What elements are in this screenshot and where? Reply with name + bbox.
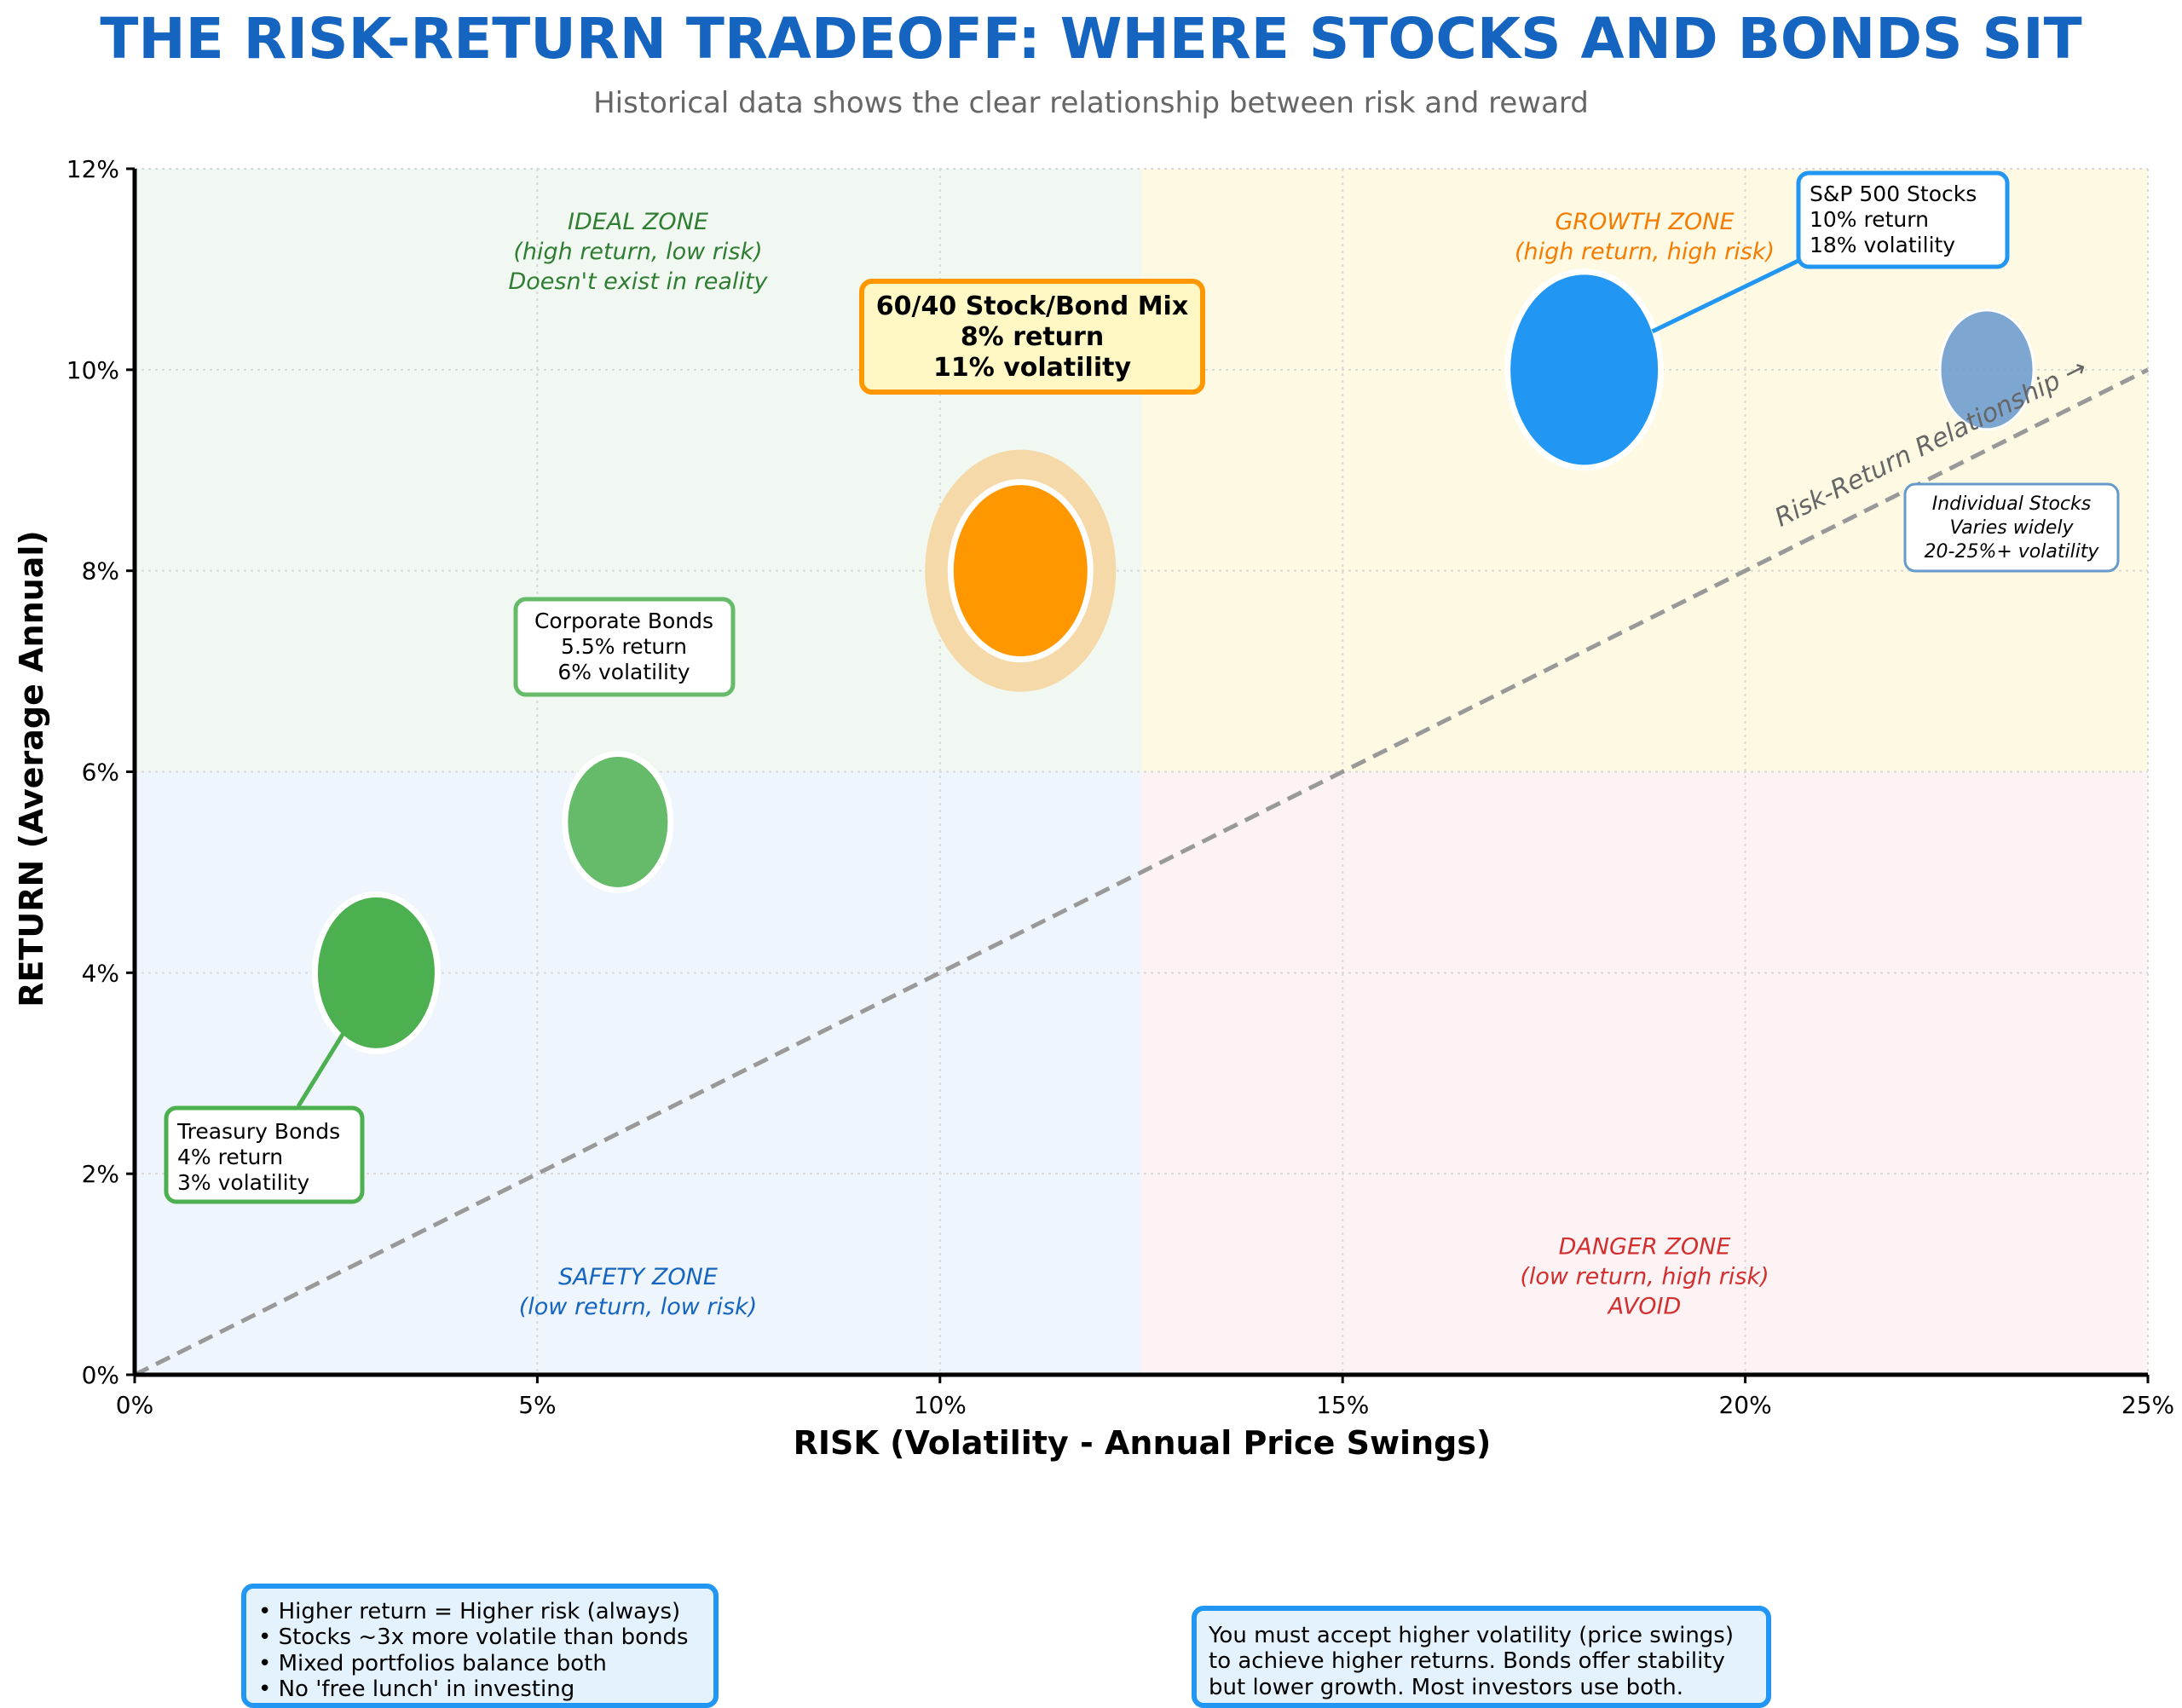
summary-box: You must accept higher volatility (price… bbox=[1192, 1606, 1771, 1708]
zone-ideal-label: (high return, low risk) bbox=[513, 239, 762, 265]
x-tick-label: 15% bbox=[1316, 1391, 1369, 1419]
sp500-callout-text: 10% return bbox=[1810, 207, 1929, 232]
summary-line: You must accept higher volatility (price… bbox=[1209, 1623, 1734, 1648]
corporate-callout-box bbox=[513, 597, 736, 697]
data-point bbox=[1504, 268, 1665, 471]
summary-line: but lower growth. Most investors use bot… bbox=[1209, 1674, 1683, 1700]
axes-layer: 0% 5% 10% 15% 20% 25% 0% 2% 4% 6% 8% 10% 12% bbox=[66, 155, 2174, 1419]
zone-safety-label: (low return, low risk) bbox=[519, 1294, 758, 1320]
chart-subtitle: Historical data shows the clear relation… bbox=[593, 86, 1589, 120]
data-point bbox=[1938, 309, 2035, 431]
zones-layer bbox=[135, 169, 2148, 1375]
individual-callout-box bbox=[1903, 482, 2120, 573]
treasury-callout-text: 4% return bbox=[177, 1145, 283, 1169]
key-takeaways-box: • Higher return = Higher risk (always) •… bbox=[241, 1584, 719, 1708]
takeaway-line: • Mixed portfolios balance both bbox=[258, 1650, 607, 1676]
data-point bbox=[311, 891, 441, 1054]
individual-callout-text: Individual Stocks bbox=[1932, 493, 2091, 515]
data-point bbox=[562, 750, 674, 893]
y-tick-label: 12% bbox=[66, 155, 119, 183]
individual-callout-text: 20-25%+ volatility bbox=[1925, 541, 2100, 563]
zone-danger-label: DANGER ZONE bbox=[1559, 1234, 1731, 1261]
sp500-callout-text: S&P 500 Stocks bbox=[1810, 182, 1977, 206]
summary-line: to achieve higher returns. Bonds offer s… bbox=[1209, 1648, 1725, 1675]
treasury-callout-box bbox=[164, 1105, 365, 1204]
y-tick-label: 2% bbox=[82, 1160, 119, 1188]
mix-callout-text: 60/40 Stock/Bond Mix bbox=[876, 291, 1188, 321]
zone-safety-label: SAFETY ZONE bbox=[558, 1264, 718, 1290]
zone-growth-area bbox=[1141, 169, 2148, 772]
corporate-callout-text: Corporate Bonds bbox=[534, 609, 713, 633]
y-axis-label: RETURN (Average Annual) bbox=[13, 530, 50, 1007]
points-layer bbox=[311, 268, 2035, 1054]
chart-title: THE RISK-RETURN TRADEOFF: WHERE STOCKS A… bbox=[100, 6, 2081, 72]
sp500-connector bbox=[1651, 255, 1807, 334]
x-tick-label: 25% bbox=[2121, 1391, 2174, 1419]
zone-growth-label: GROWTH ZONE bbox=[1555, 209, 1734, 235]
mix-callout-box bbox=[859, 279, 1205, 395]
y-tick-label: 4% bbox=[82, 959, 119, 987]
zone-growth-label: (high return, high risk) bbox=[1515, 239, 1775, 265]
x-tick-label: 20% bbox=[1718, 1391, 1771, 1419]
y-tick-label: 8% bbox=[82, 557, 119, 586]
takeaway-line: • Higher return = Higher risk (always) bbox=[258, 1599, 681, 1624]
zone-danger-area bbox=[1141, 771, 2148, 1375]
sp500-callout-box bbox=[1796, 170, 2010, 269]
trend-layer bbox=[133, 367, 2150, 1377]
mix-callout-text: 8% return bbox=[961, 322, 1104, 352]
zone-ideal-label: IDEAL ZONE bbox=[568, 209, 708, 235]
treasury-callout-text: 3% volatility bbox=[177, 1170, 309, 1195]
treasury-connector bbox=[296, 1031, 346, 1108]
x-tick-label: 10% bbox=[914, 1391, 967, 1419]
sp500-callout-text: 18% volatility bbox=[1810, 233, 1955, 257]
corporate-callout-text: 6% volatility bbox=[557, 660, 690, 684]
zone-danger-label: (low return, high risk) bbox=[1520, 1264, 1769, 1290]
data-point bbox=[947, 479, 1094, 663]
individual-callout-text: Varies widely bbox=[1949, 517, 2074, 539]
corporate-callout-text: 5.5% return bbox=[561, 634, 687, 659]
x-tick-label: 0% bbox=[116, 1391, 153, 1419]
x-tick-label: 5% bbox=[518, 1391, 556, 1419]
treasury-callout-text: Treasury Bonds bbox=[176, 1119, 340, 1144]
takeaway-line: • No 'free lunch' in investing bbox=[258, 1676, 575, 1703]
risk-return-trend-line bbox=[133, 367, 2150, 1377]
mix-callout-text: 11% volatility bbox=[933, 353, 1131, 383]
x-axis-label: RISK (Volatility - Annual Price Swings) bbox=[794, 1424, 1492, 1462]
takeaway-line: • Stocks ~3x more volatile than bonds bbox=[258, 1624, 689, 1651]
y-tick-label: 10% bbox=[66, 356, 119, 384]
zone-ideal-label: Doesn't exist in reality bbox=[508, 268, 768, 295]
y-tick-label: 0% bbox=[82, 1361, 119, 1389]
y-tick-label: 6% bbox=[82, 759, 119, 787]
zone-danger-label: AVOID bbox=[1607, 1294, 1682, 1320]
